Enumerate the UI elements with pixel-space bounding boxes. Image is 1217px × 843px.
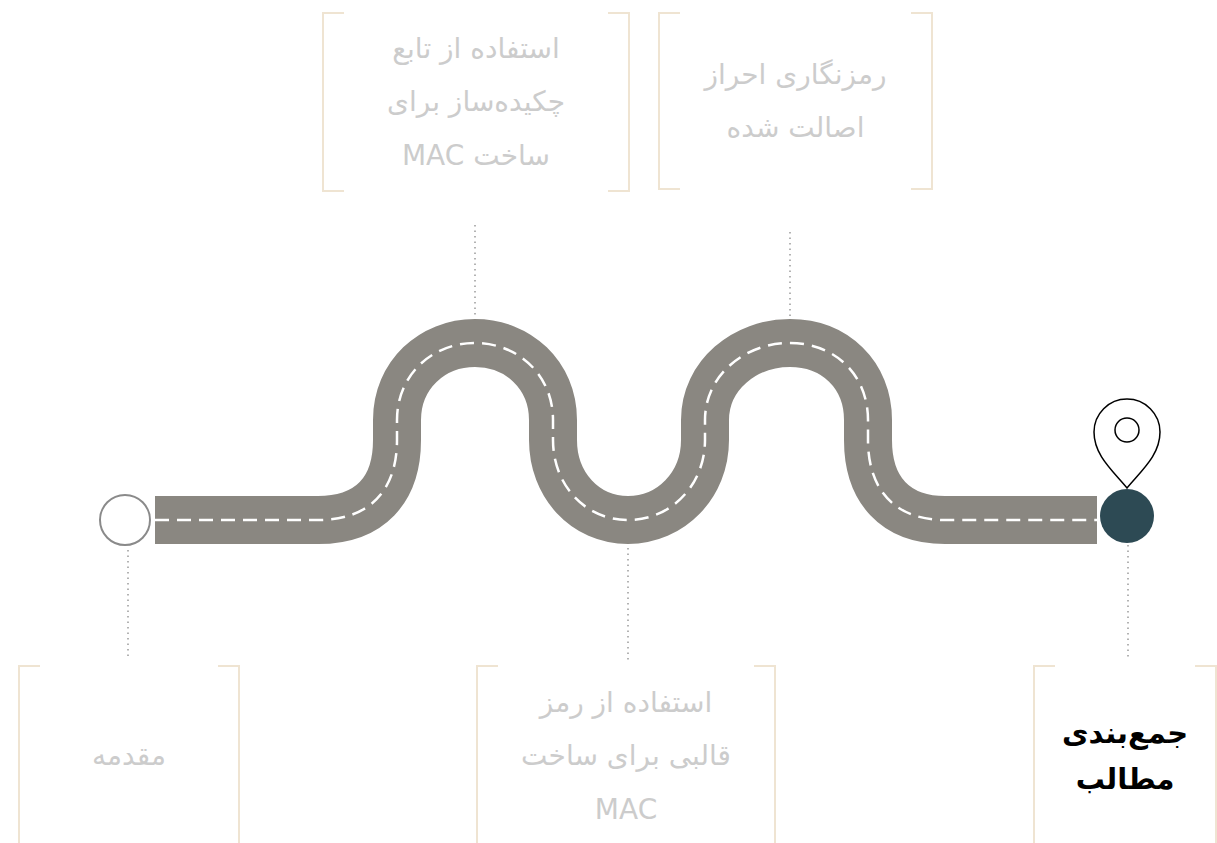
text-holder: مقدمه	[39, 729, 219, 782]
stage-label: استفاده از رمز قالبی برای ساخت MAC	[511, 676, 741, 836]
leader-line	[474, 225, 476, 316]
leader-line	[127, 550, 129, 660]
leader-line	[1127, 545, 1129, 660]
stage-box: رمزنگاری احراز اصالت شده	[658, 12, 933, 190]
bracket	[1033, 665, 1055, 843]
stage-box: استفاده از رمز قالبی برای ساخت MAC	[476, 665, 776, 843]
leader-line	[627, 548, 629, 660]
bracket	[18, 665, 40, 843]
start-circle	[100, 495, 150, 545]
bracket	[658, 12, 680, 190]
stage-box: استفاده از تابع چکیده‌ساز برای ساخت MAC	[322, 12, 630, 192]
pin-hole	[1115, 418, 1139, 442]
road-lane-marking	[155, 343, 1097, 520]
end-circle	[1100, 489, 1154, 543]
location-pin	[1094, 399, 1160, 488]
stage-label: رمزنگاری احراز اصالت شده	[701, 48, 891, 154]
road	[155, 343, 1097, 520]
stage-label: استفاده از تابع چکیده‌ساز برای ساخت MAC	[356, 22, 596, 182]
text-holder: استفاده از تابع چکیده‌ساز برای ساخت MAC	[356, 22, 596, 182]
leader-lines	[128, 225, 1128, 660]
bracket	[1195, 665, 1217, 843]
stage-box: مقدمه	[18, 665, 240, 843]
bracket	[322, 12, 344, 192]
bracket	[911, 12, 933, 190]
bracket	[754, 665, 776, 843]
bracket	[476, 665, 498, 843]
stage-box: جمع‌بندی مطالب	[1033, 665, 1217, 843]
leader-line	[789, 232, 791, 316]
bracket	[608, 12, 630, 192]
text-holder: استفاده از رمز قالبی برای ساخت MAC	[511, 676, 741, 836]
stage-label: مقدمه	[39, 729, 219, 782]
stage-label: جمع‌بندی مطالب	[1055, 710, 1195, 803]
text-holder: رمزنگاری احراز اصالت شده	[701, 48, 891, 154]
text-holder: جمع‌بندی مطالب	[1055, 710, 1195, 803]
bracket	[218, 665, 240, 843]
